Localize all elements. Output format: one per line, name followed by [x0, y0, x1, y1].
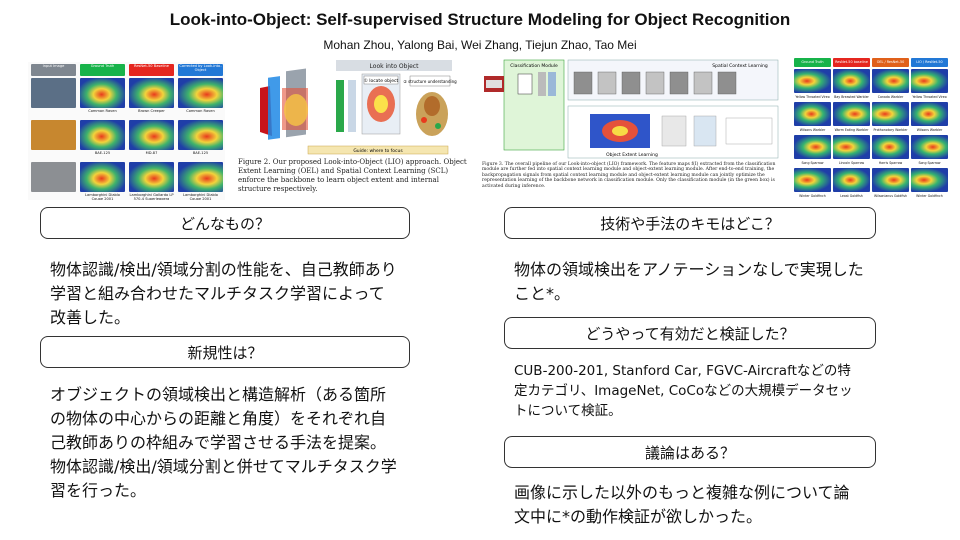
feature-cube: [645, 71, 665, 95]
fig4-heatmap-thumbnail: [833, 135, 870, 159]
fig1-heatmap-thumbnail: [31, 162, 76, 192]
fig4-heatmap-thumbnail: [794, 69, 831, 93]
figure-3-caption: Figure 3. The overall pipeline of our Lo…: [482, 162, 776, 189]
svg-text:Object Extent Learning: Object Extent Learning: [606, 152, 658, 158]
fig4-column-header: OEL / ResNet-50: [872, 58, 909, 67]
fig4-heatmap-thumbnail: [872, 168, 909, 192]
fig1-column-header: Input Image: [31, 64, 76, 76]
fig4-column-header: ResNet-50 baseline: [833, 58, 870, 67]
fig4-class-label: Song Sparrow: [918, 161, 941, 165]
paper-authors: Mohan Zhou, Yalong Bai, Wei Zhang, Tieju…: [323, 38, 637, 52]
fig4-class-label: Worm Eating Warbler: [834, 128, 869, 132]
fig1-heatmap-thumbnail: [129, 78, 174, 108]
answer-validation: CUB-200-201, Stanford Car, FGVC-Aircraft…: [514, 363, 853, 419]
fig4-class-label: Wilsons Warbler: [799, 128, 826, 132]
fig1-class-label: MD-87: [145, 151, 158, 155]
fig4-class-label: Bay Breasted Warbler: [834, 95, 869, 99]
fig4-heatmap-thumbnail: [872, 135, 909, 159]
fig4-heatmap-thumbnail: [872, 69, 909, 93]
lio-approach-diagram: Look into Object ① locate object ② struc…: [238, 58, 470, 156]
svg-text:② structure understanding: ② structure understanding: [403, 79, 457, 84]
fig1-heatmap-thumbnail: [31, 78, 76, 108]
fig1-heatmap-thumbnail: [178, 162, 223, 192]
fig4-heatmap-thumbnail: [833, 69, 870, 93]
fig1-class-label: Common Raven: [88, 109, 117, 113]
fig4-class-label: Wilsons Warbler: [916, 128, 943, 132]
question-novelty: 新規性は？: [40, 336, 410, 368]
answer-key-technique: 物体の領域検出をアノテーションなしで実現したこと*。: [514, 260, 864, 303]
fig4-heatmap-thumbnail: [794, 102, 831, 126]
fig1-column-header: Corrected by Look-into-Object: [178, 64, 223, 76]
figure-lio-approach: Look into Object ① locate object ② struc…: [238, 58, 470, 204]
question-what-is-it: どんなもの？: [40, 207, 410, 239]
figure-pipeline: Classification Module Spatial Context Le…: [482, 58, 782, 190]
fig4-heatmap-thumbnail: [794, 135, 831, 159]
fig1-heatmap-thumbnail: [31, 120, 76, 150]
fig1-heatmap-thumbnail: [80, 162, 125, 192]
fig1-class-label: Brown Creeper: [138, 109, 165, 113]
fig1-column-header: ResNet-50 Baseline: [129, 64, 174, 76]
fig1-class-label: Lamborghini Diablo Coupe 2001: [84, 193, 121, 200]
fig1-heatmap-thumbnail: [178, 78, 223, 108]
svg-text:Classification Module: Classification Module: [510, 63, 558, 69]
question-validation: どうやって有効だと検証した？: [504, 317, 876, 349]
fig4-class-label: Winter Goldfinch: [916, 194, 943, 198]
fig4-heatmap-thumbnail: [833, 102, 870, 126]
fig1-class-label: Lamborghini Gallardo LP 570-4 Superlegge…: [129, 193, 174, 200]
fig1-heatmap-thumbnail: [80, 120, 125, 150]
fig2-header-label: Look into Object: [370, 63, 420, 70]
fig4-class-label: Prothonotary Warbler: [873, 128, 908, 132]
fig4-heatmap-thumbnail: [911, 102, 948, 126]
fig1-column-header: Ground Truth: [80, 64, 125, 76]
fig1-heatmap-thumbnail: [129, 120, 174, 150]
fig4-class-label: Yellow Throated Vireo: [795, 95, 830, 99]
svg-text:Guide: where to focus: Guide: where to focus: [353, 148, 403, 154]
fig1-class-label: BAE-125: [94, 151, 111, 155]
svg-text:① locate object: ① locate object: [364, 78, 399, 84]
answer-what-is-it: 物体認識/検出/領域分割の性能を、自己教師あり学習と組み合わせたマルチタスク学習…: [50, 260, 397, 327]
answer-novelty: オブジェクトの領域検出と構造解析（ある箇所の物体の中心からの距離と角度）をそれぞ…: [50, 385, 397, 500]
paper-title: Look-into-Object: Self-supervised Struct…: [169, 10, 791, 29]
question-discussion: 議論はある？: [504, 436, 876, 468]
fig4-class-label: Winter Goldfinch: [799, 194, 826, 198]
fig4-class-label: Yellow Throated Vireo: [912, 95, 947, 99]
fig1-heatmap-thumbnail: [80, 78, 125, 108]
feature-cube: [621, 71, 641, 95]
fig4-heatmap-thumbnail: [833, 168, 870, 192]
fig4-heatmap-thumbnail: [911, 168, 948, 192]
question-key-technique: 技術や手法のキモはどこ？: [504, 207, 876, 239]
fig4-class-label: Lincoln Sparrow: [838, 161, 865, 165]
fig4-heatmap-thumbnail: [872, 102, 909, 126]
fig4-column-header: LIO / ResNet-50: [911, 58, 948, 67]
figure-2-caption: Figure 2. Our proposed Look-into-Object …: [238, 158, 467, 193]
fig1-class-label: BAE-125: [192, 151, 209, 155]
feature-cube: [693, 71, 713, 95]
pipeline-diagram: Classification Module Spatial Context Le…: [482, 58, 782, 162]
feature-cube: [597, 71, 617, 95]
answer-discussion: 画像に示した以外のもっと複雑な例について論文中に*の動作検証が欲しかった。: [514, 483, 850, 526]
fig1-class-label: Lamborghini Diablo Coupe 2001: [182, 193, 219, 200]
svg-text:Spatial Context Learning: Spatial Context Learning: [712, 63, 768, 69]
fig4-class-label: Song Sparrow: [801, 161, 824, 165]
fig4-heatmap-thumbnail: [911, 135, 948, 159]
fig1-heatmap-thumbnail: [178, 120, 223, 150]
fig1-class-label: Common Raven: [186, 109, 215, 113]
fig4-heatmap-thumbnail: [794, 168, 831, 192]
feature-cube: [669, 71, 689, 95]
fig1-heatmap-thumbnail: [129, 162, 174, 192]
fig4-class-label: Harris Sparrow: [878, 161, 903, 165]
fig4-class-label: Wilsonianus Goldfish: [873, 194, 908, 198]
fig4-class-label: Least Goldfish: [840, 194, 863, 198]
fig4-class-label: Canada Warbler: [877, 95, 904, 99]
fig4-column-header: Ground Truth: [794, 58, 831, 67]
feature-cube: [573, 71, 593, 95]
fig4-heatmap-thumbnail: [911, 69, 948, 93]
feature-cube: [717, 71, 737, 95]
figure-heatmap-comparison: Input Image Ground Truth ResNet-50 Baselin…: [28, 62, 225, 200]
